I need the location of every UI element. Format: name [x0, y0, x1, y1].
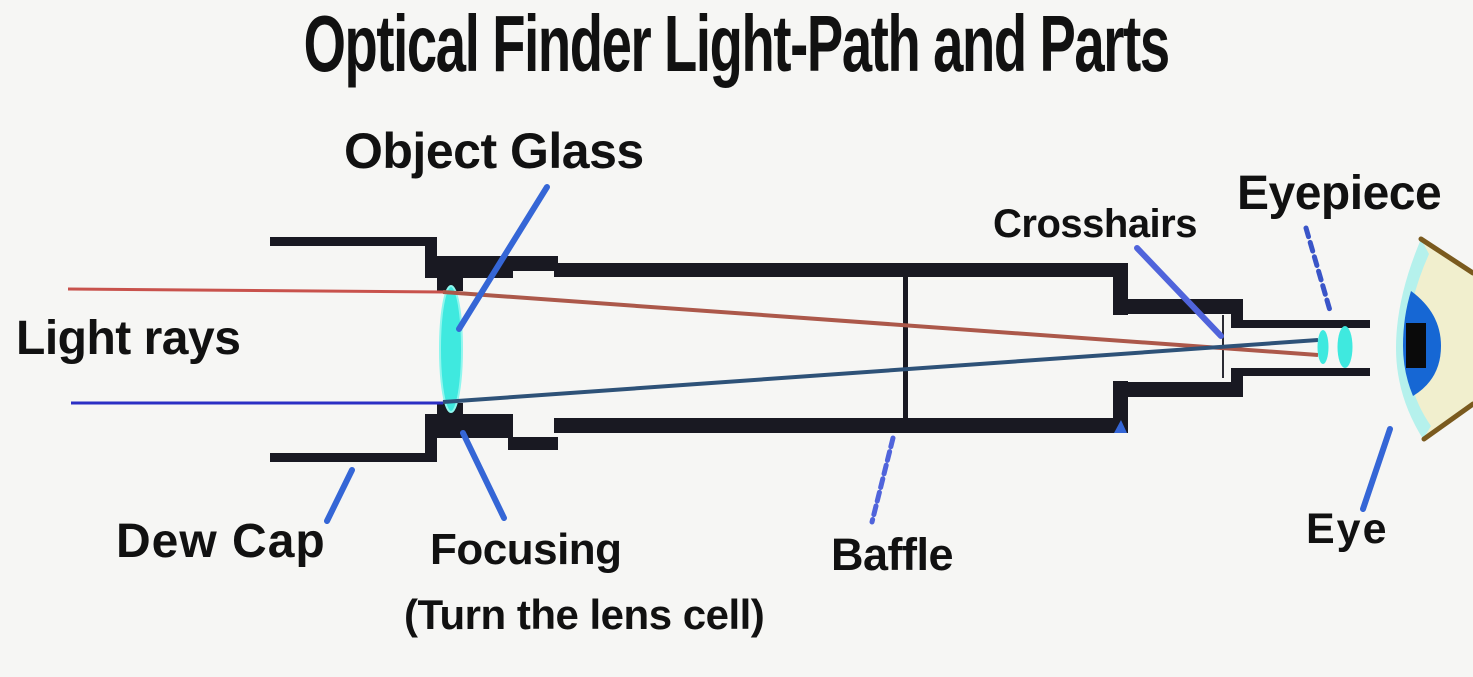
object-glass-lens [439, 285, 463, 413]
eye-sclera [1399, 239, 1473, 439]
focusing-pointer-line [460, 430, 507, 521]
diagram-title-wrap: Optical Finder Light-Path and Parts [0, 4, 1473, 84]
eyepiece-lens-1 [1317, 330, 1329, 364]
lens-cell-bottom [425, 414, 513, 438]
label-focusing: Focusing [430, 525, 622, 574]
lens-cell-top-lip [508, 256, 558, 271]
label-object-glass: Object Glass [344, 123, 644, 179]
main-tube-bottom-wall [554, 418, 1128, 433]
lens-cell-top [425, 256, 513, 278]
dew-cap-bottom-step [425, 438, 437, 462]
label-focusing-note: (Turn the lens cell) [404, 591, 765, 638]
dew-cap-top-step [425, 237, 437, 259]
drawtube-bottom-wall [1128, 382, 1243, 397]
drawtube-top-step2 [1231, 299, 1243, 328]
label-light-rays: Light rays [16, 312, 241, 365]
drawtube-top-wall [1128, 299, 1243, 314]
eye-outline-top [1418, 236, 1473, 276]
tube-end-top-step [1113, 263, 1128, 315]
label-baffle: Baffle [831, 529, 954, 580]
tube-end-bottom-step [1113, 381, 1128, 433]
eye-pointer-line [1360, 426, 1393, 512]
dew-cap-top-wall [270, 237, 433, 246]
lens-ring-top [437, 278, 463, 291]
label-eye: Eye [1306, 505, 1389, 553]
eye-iris [1403, 291, 1441, 396]
eye-cornea [1396, 239, 1431, 439]
eyepiece-pointer-line [1303, 225, 1334, 317]
drawtube-bottom-step2 [1231, 368, 1243, 397]
main-tube-top-wall [554, 263, 1128, 277]
baffle-pointer-line [869, 435, 896, 525]
dew-cap-pointer-line [324, 467, 355, 524]
eyepiece-lens-2 [1337, 326, 1353, 368]
baffle-plate [903, 277, 908, 419]
diagram-title: Optical Finder Light-Path and Parts [303, 0, 1171, 88]
eye-outline-bottom [1421, 401, 1473, 442]
lens-ring-bottom [437, 403, 463, 416]
eyepiece-tube-bottom-wall [1243, 368, 1370, 376]
lens-cell-bottom-lip [508, 437, 558, 450]
label-crosshairs: Crosshairs [993, 202, 1197, 246]
label-eyepiece: Eyepiece [1237, 167, 1442, 220]
eyepiece-tube-top-wall [1243, 320, 1370, 328]
light-ray-red-left [67, 287, 444, 294]
crosshair-reticle-line [1222, 315, 1224, 378]
eye-illustration [1396, 236, 1473, 442]
label-dew-cap: Dew Cap [116, 515, 326, 568]
eye-pupil [1406, 323, 1426, 368]
dew-cap-bottom-wall [270, 453, 433, 462]
crosshairs-pointer-line [1134, 245, 1224, 339]
